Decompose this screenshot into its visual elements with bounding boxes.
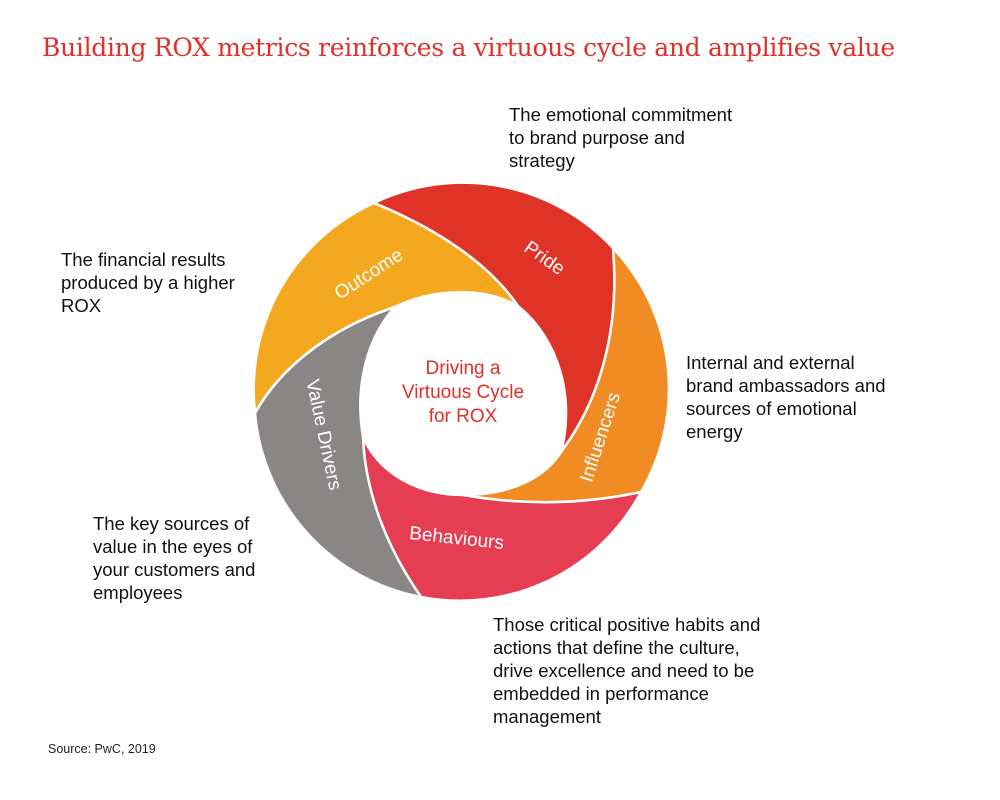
center-line-1: Driving a [426, 358, 501, 379]
description-line: embedded in performance [493, 683, 709, 704]
description-line: to brand purpose and [509, 127, 685, 148]
description-line: value in the eyes of [93, 536, 253, 557]
center-line-3: for ROX [429, 406, 498, 427]
description-behaviours: Those critical positive habits and actio… [493, 613, 760, 728]
description-line: drive excellence and need to be [493, 660, 755, 681]
description-line: The emotional commitment [509, 104, 733, 125]
diagram-title: Building ROX metrics reinforces a virtuo… [42, 33, 895, 62]
description-line: The financial results [61, 249, 226, 270]
center-line-2: Virtuous Cycle [402, 382, 524, 403]
description-line: produced by a higher [61, 272, 235, 293]
description-line: ROX [61, 295, 102, 316]
description-line: your customers and [93, 559, 256, 580]
description-pride: The emotional commitment to brand purpos… [509, 103, 732, 172]
description-line: The key sources of [93, 513, 250, 534]
description-line: employees [93, 582, 183, 603]
description-line: Those critical positive habits and [493, 614, 761, 635]
description-influencers: Internal and external brand ambassadors … [686, 351, 886, 443]
description-value-drivers: The key sources of value in the eyes of … [93, 512, 255, 604]
description-line: sources of emotional [686, 398, 857, 419]
description-outcome: The financial results produced by a high… [61, 248, 235, 317]
description-line: management [493, 706, 601, 727]
description-line: actions that define the culture, [493, 637, 740, 658]
description-line: energy [686, 421, 743, 442]
source-note: Source: PwC, 2019 [48, 742, 156, 756]
description-line: strategy [509, 150, 575, 171]
description-line: brand ambassadors and [686, 375, 886, 396]
outcome-overlap-edge [253, 305, 396, 414]
description-line: Internal and external [686, 352, 855, 373]
